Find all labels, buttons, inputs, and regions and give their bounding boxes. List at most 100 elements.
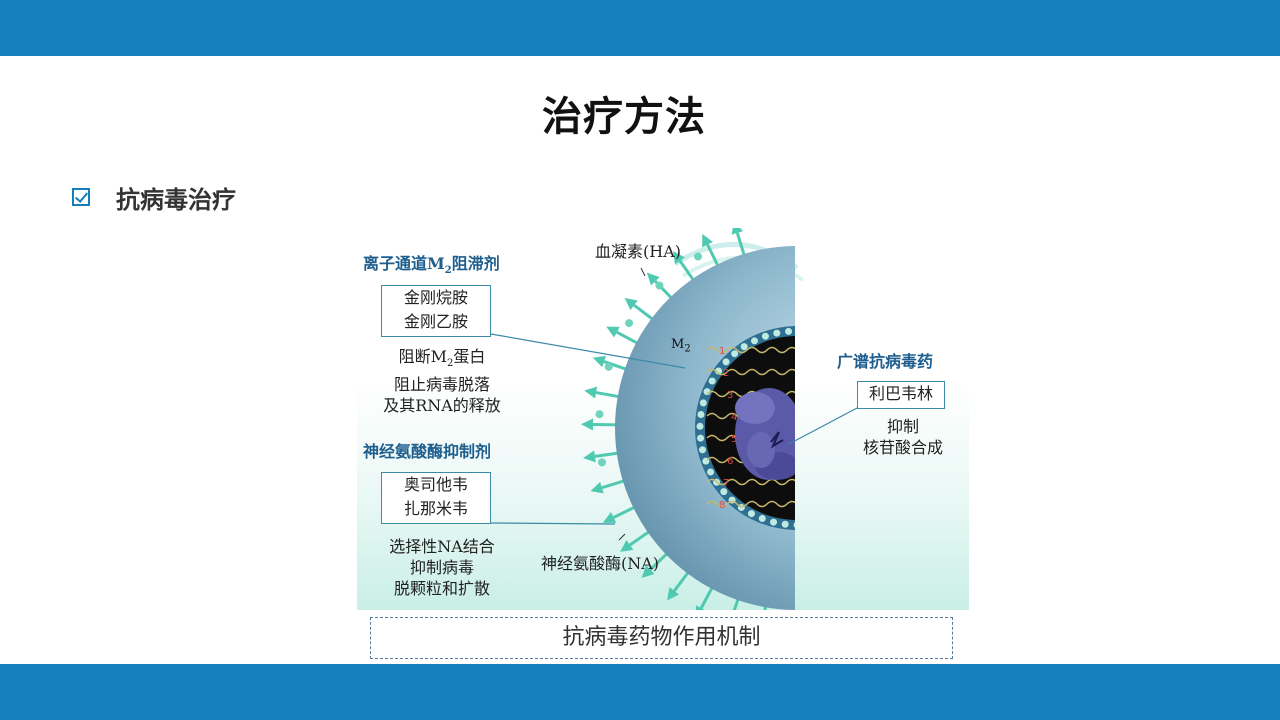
bead xyxy=(697,434,705,442)
m2-pointer-line xyxy=(490,333,686,369)
bead xyxy=(785,327,793,335)
spike xyxy=(633,304,656,323)
spike-head xyxy=(602,512,617,523)
na-knob xyxy=(595,410,604,419)
slide-title: 治疗方法 xyxy=(542,94,706,140)
bead xyxy=(699,399,707,407)
drug-name: 金刚乙胺 xyxy=(403,312,468,331)
bead xyxy=(731,350,739,358)
bead xyxy=(708,377,716,385)
nucleoprotein-cluster xyxy=(735,388,795,480)
spike-head xyxy=(620,540,634,552)
bead xyxy=(740,343,748,351)
spike-head xyxy=(592,355,607,368)
segment-number: 3 xyxy=(727,390,733,401)
spike xyxy=(594,451,621,458)
spike xyxy=(601,478,628,490)
spike-head xyxy=(606,326,620,338)
bead xyxy=(781,520,789,528)
m2-protein-label: M2 xyxy=(671,337,691,355)
spike xyxy=(678,260,697,284)
ribavirin-mechanism-text: 抑制 核苷酸合成 xyxy=(862,417,943,457)
spike-head xyxy=(583,450,596,463)
ribavirin-box: 利巴韦林 xyxy=(857,381,945,409)
na-knob xyxy=(655,281,664,290)
m2-mechanism-text: 阻断M2蛋白 阻止病毒脱落 及其RNA的释放 xyxy=(383,347,501,416)
spike xyxy=(763,603,768,610)
hemagglutinin-label: 血凝素(HA) xyxy=(595,242,681,261)
drug-name: 奥司他韦 xyxy=(403,475,468,494)
rna-wave xyxy=(706,368,795,376)
na-knob xyxy=(694,252,702,261)
spike xyxy=(673,569,692,592)
bead xyxy=(720,488,728,496)
spike xyxy=(612,504,638,519)
na-tick xyxy=(618,533,626,541)
spike-head xyxy=(624,298,638,311)
bead xyxy=(758,515,766,523)
m2-drug-box: 金刚烷胺 金刚乙胺 xyxy=(381,285,491,337)
segment-number: 7 xyxy=(723,478,729,489)
na-knob xyxy=(604,362,613,371)
top-banner xyxy=(0,0,1280,56)
bead xyxy=(761,332,769,340)
surface-spikes xyxy=(581,228,768,610)
neuraminidase-label: 神经氨酸酶(NA) xyxy=(541,554,660,573)
virus-illustration: 1 2 3 4 5 6 7 8 xyxy=(490,228,858,610)
figure-caption: 抗病毒药物作用机制 xyxy=(370,617,953,659)
bead xyxy=(773,329,781,337)
ribavirin-pointer-line xyxy=(788,407,858,445)
drug-name: 金刚烷胺 xyxy=(403,288,468,307)
segment-number: 1 xyxy=(719,346,725,357)
broad-spectrum-header: 广谱抗病毒药 xyxy=(837,352,934,371)
bead xyxy=(697,411,705,419)
na-mechanism-text: 选择性NA结合 抑制病毒 脱颗粒和扩散 xyxy=(389,537,495,598)
spike-head xyxy=(646,272,660,286)
spike-head xyxy=(581,418,594,431)
spike xyxy=(735,232,747,259)
spike xyxy=(699,584,715,609)
spike xyxy=(629,528,653,547)
rna-wave xyxy=(706,500,795,508)
bead xyxy=(750,337,758,345)
na-drug-box: 奥司他韦 扎那米韦 xyxy=(381,472,491,524)
segment-number: 6 xyxy=(727,456,733,467)
spike xyxy=(649,550,670,571)
spike xyxy=(616,330,641,346)
spike-head xyxy=(731,228,744,235)
spike-head xyxy=(702,233,713,248)
matrix-beads xyxy=(696,327,795,528)
segment-numbers: 1 2 3 4 5 6 7 8 xyxy=(719,346,737,511)
bead xyxy=(770,518,778,526)
segment-number: 2 xyxy=(723,368,729,379)
bead xyxy=(696,422,704,430)
bead xyxy=(747,510,755,518)
drug-name: 扎那米韦 xyxy=(403,499,468,518)
na-knob xyxy=(598,458,607,467)
segment-number: 8 xyxy=(719,500,725,511)
bead xyxy=(793,522,795,528)
spike-head xyxy=(695,605,705,610)
spike-head xyxy=(584,386,598,399)
na-knob xyxy=(625,319,634,328)
checkbox-icon xyxy=(72,188,90,206)
ha-tick xyxy=(640,267,646,277)
spike xyxy=(706,243,721,269)
spike-head xyxy=(673,251,685,265)
spike xyxy=(595,391,622,399)
rna-wave xyxy=(706,478,795,486)
bullet-item: 抗病毒治疗 xyxy=(72,182,236,214)
spike-head xyxy=(667,587,680,601)
rna-wave xyxy=(706,346,795,354)
segment-number: 4 xyxy=(731,412,737,423)
spike-head xyxy=(641,565,655,579)
spike-head xyxy=(590,481,604,494)
bottom-banner xyxy=(0,664,1280,720)
bead xyxy=(722,358,730,366)
bead xyxy=(707,468,715,476)
bead xyxy=(698,446,706,454)
na-pointer-line xyxy=(490,522,616,525)
segment-number: 5 xyxy=(731,434,737,445)
na-inhibitor-header: 神经氨酸酶抑制剂 xyxy=(363,442,492,461)
